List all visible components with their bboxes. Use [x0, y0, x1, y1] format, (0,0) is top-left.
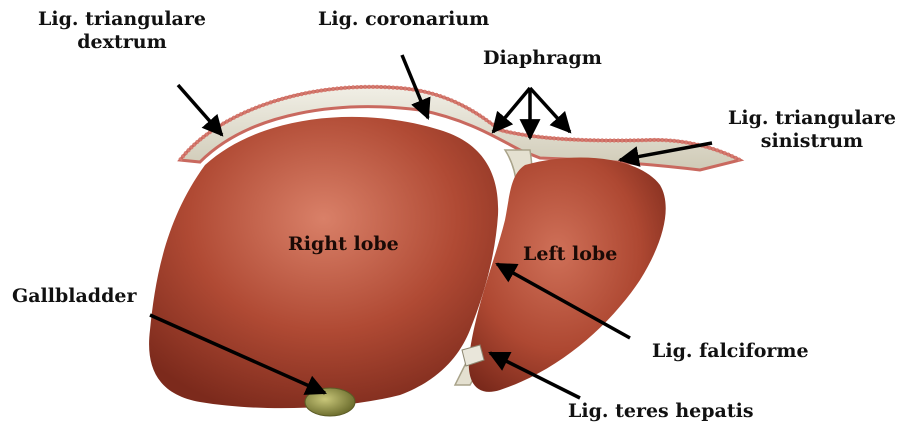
label-gallbladder: Gallbladder — [12, 285, 136, 308]
label-lig-triangulare-sinistrum-line2: sinistrum — [728, 130, 896, 153]
arrow-diaphragm-1 — [493, 88, 530, 132]
label-lig-triangulare-dextrum-line2: dextrum — [38, 31, 206, 54]
label-lig-triangulare-dextrum-line1: Lig. triangulare — [38, 8, 206, 31]
label-lig-falciforme: Lig. falciforme — [652, 340, 809, 363]
label-lig-teres-hepatis: Lig. teres hepatis — [568, 400, 754, 423]
label-right-lobe: Right lobe — [288, 233, 399, 256]
arrow-diaphragm-3 — [530, 88, 570, 132]
label-lig-triangulare-sinistrum: Lig. triangulare sinistrum — [728, 107, 896, 153]
label-lig-triangulare-sinistrum-line1: Lig. triangulare — [728, 107, 896, 130]
label-lig-triangulare-dextrum: Lig. triangulare dextrum — [38, 8, 206, 54]
label-left-lobe: Left lobe — [523, 243, 617, 266]
gallbladder-shape — [305, 388, 355, 416]
label-lig-coronarium: Lig. coronarium — [318, 8, 489, 31]
label-diaphragm: Diaphragm — [483, 47, 602, 70]
arrow-triangulare-dextrum — [178, 85, 222, 135]
